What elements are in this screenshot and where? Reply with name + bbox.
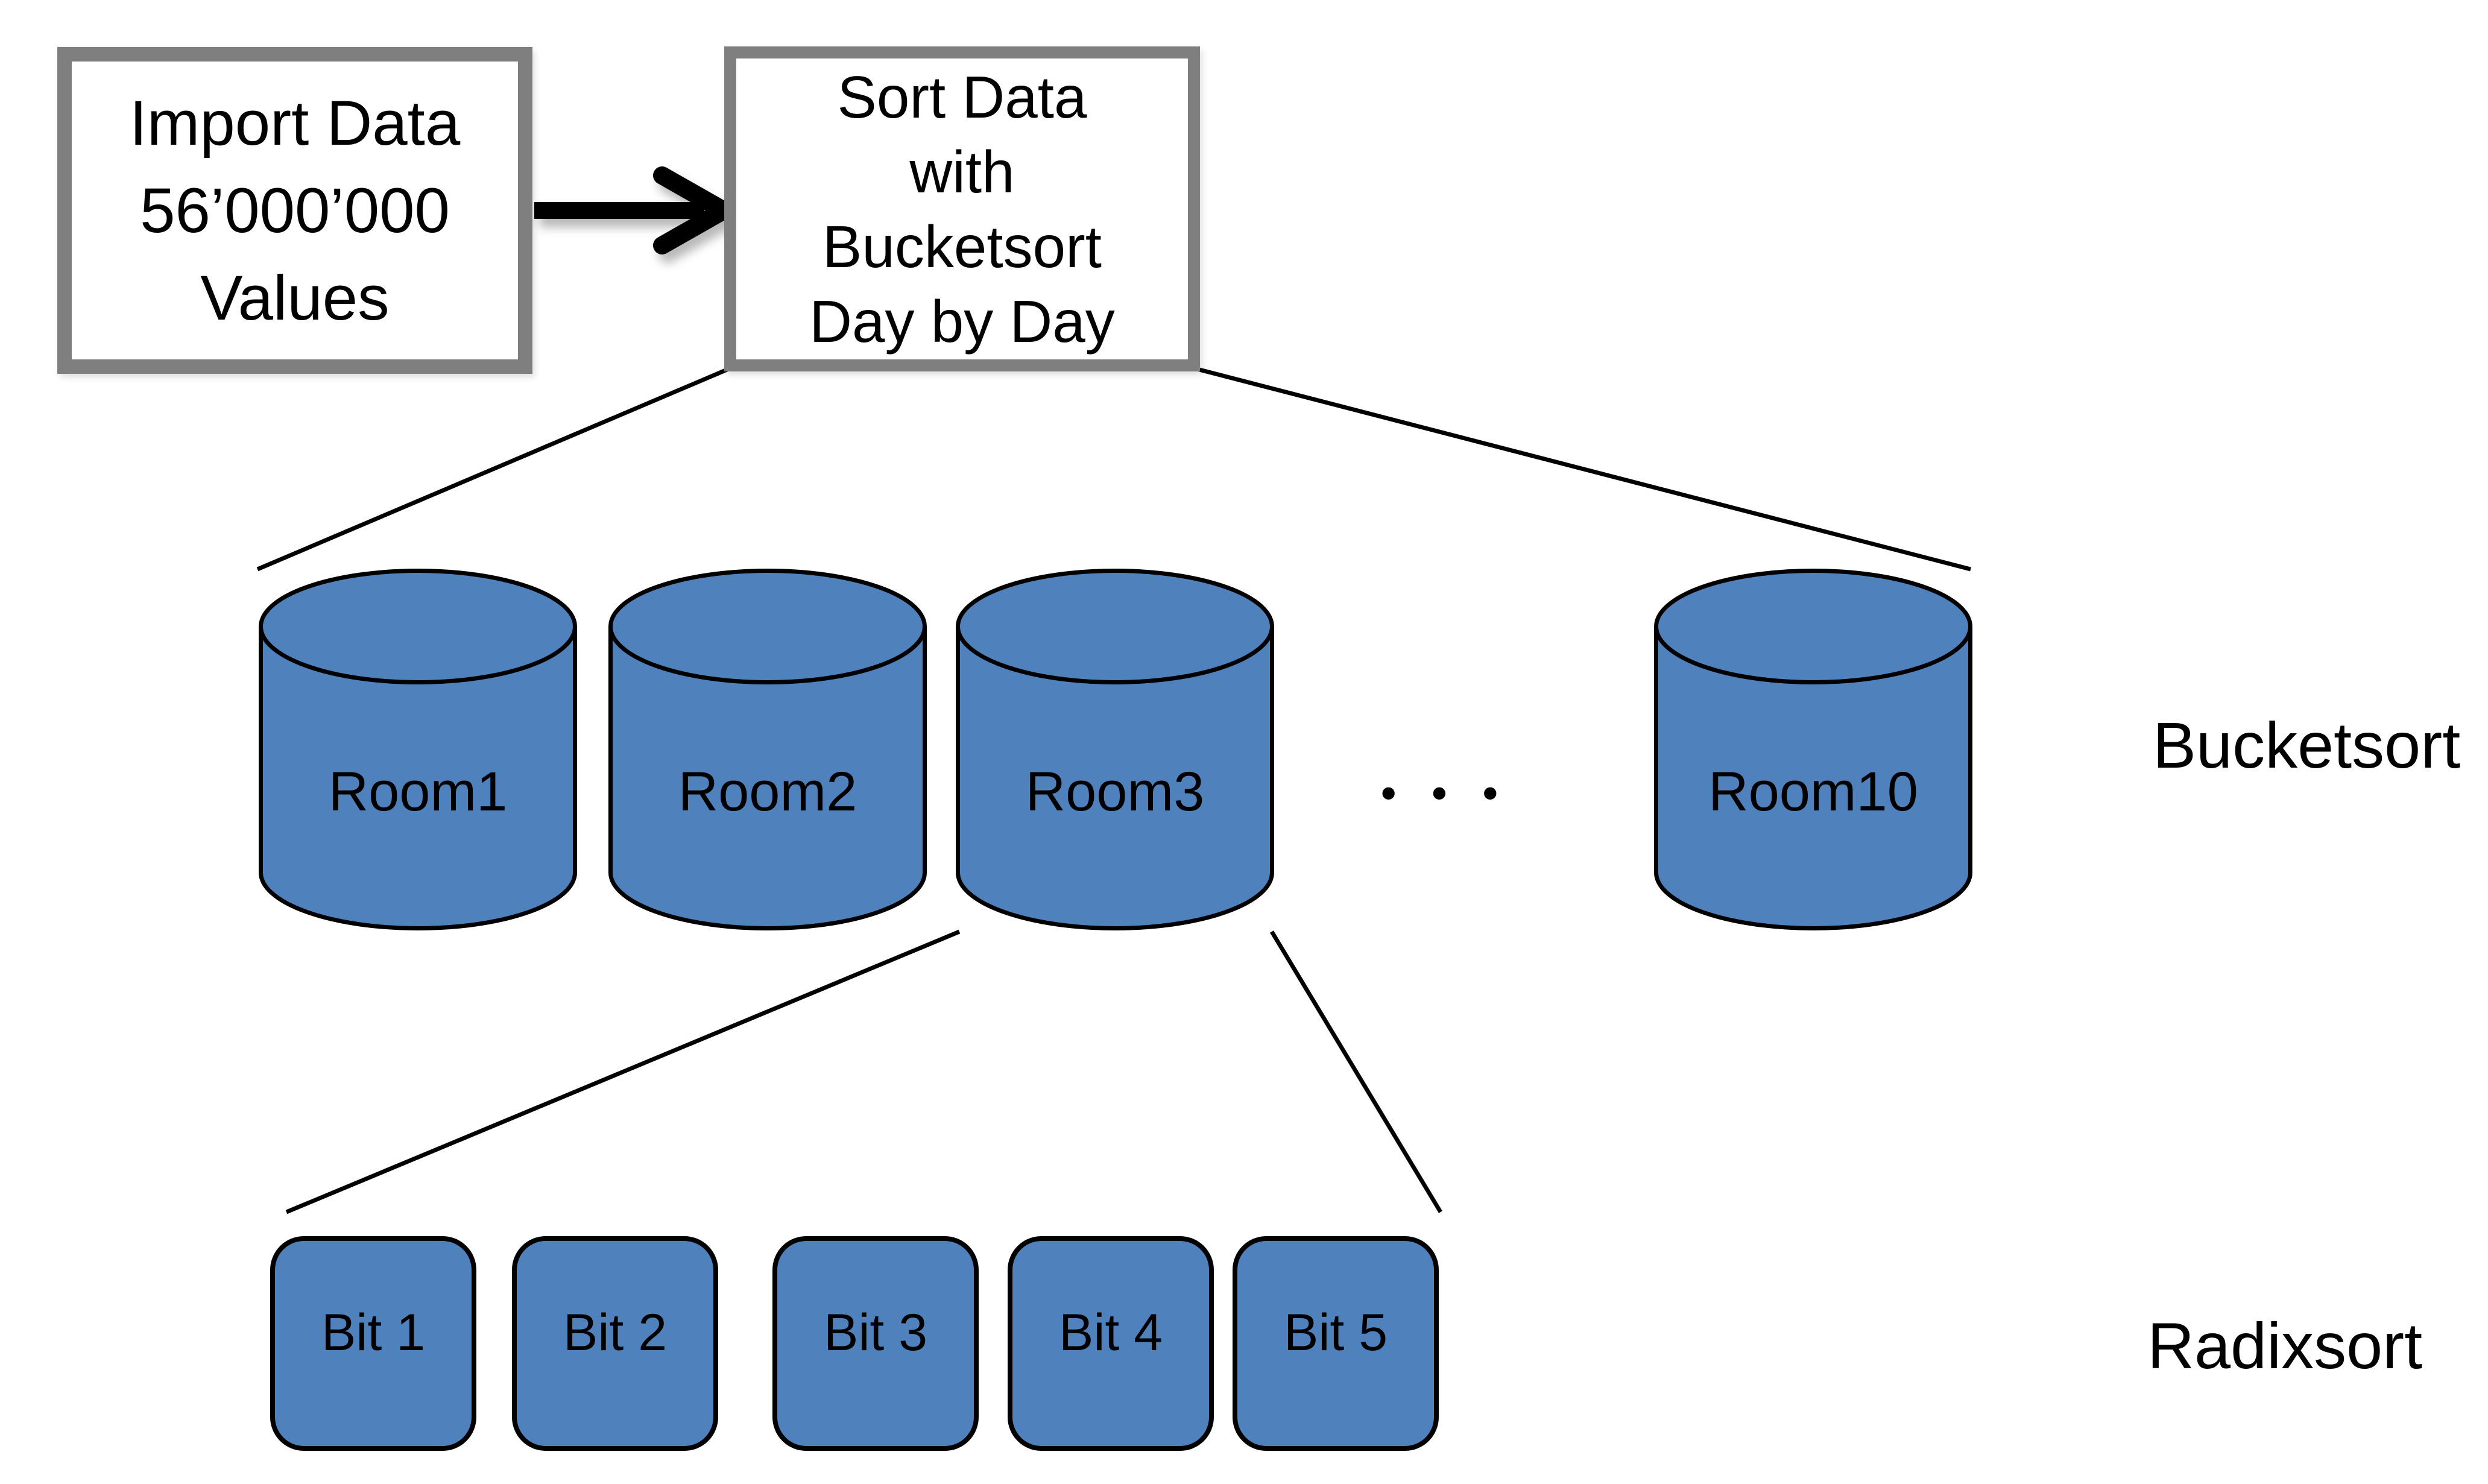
radix-bit-box-5: Bit 5 <box>1233 1236 1439 1451</box>
radix-bit-box-1: Bit 1 <box>270 1236 476 1451</box>
bit-label: Bit 4 <box>1058 1304 1163 1362</box>
arrow-head-icon <box>653 166 733 254</box>
radix-bit-box-2: Bit 2 <box>512 1236 718 1451</box>
bucket-cylinder-room1: Room1 <box>259 569 577 930</box>
bit-label: Bit 3 <box>823 1304 928 1362</box>
import-box-line-3: Values <box>200 262 390 333</box>
sort-box-line-4: Day by Day <box>809 288 1115 355</box>
flow-arrow-icon <box>534 166 733 254</box>
ellipsis-dots: ••• <box>1376 770 1529 819</box>
cylinder-icon <box>608 569 927 930</box>
bit-label: Bit 5 <box>1283 1304 1388 1362</box>
connector-line-room3-to-bit5 <box>1270 930 1442 1213</box>
bucket-label: Room3 <box>1025 761 1205 823</box>
connector-line-room3-to-bit1 <box>285 929 961 1214</box>
sort-box-line-3: Bucketsort <box>822 213 1102 280</box>
bit-label: Bit 2 <box>563 1304 668 1362</box>
bucket-cylinder-room3: Room3 <box>956 569 1274 930</box>
connector-line-sort-to-room10 <box>1196 367 1971 572</box>
sort-box-line-1: Sort Data <box>837 63 1087 130</box>
bucketsort-row-label: Bucketsort <box>2153 709 2461 781</box>
bucket-label: Room2 <box>678 761 857 823</box>
radixsort-row-label: Radixsort <box>2147 1309 2423 1382</box>
sort-box-line-2: with <box>909 138 1015 205</box>
bucket-label: Room10 <box>1708 761 1918 823</box>
radix-bit-box-3: Bit 3 <box>772 1236 979 1451</box>
import-box-line-2: 56’000’000 <box>140 175 450 246</box>
bucket-label: Room1 <box>328 761 508 823</box>
cylinder-icon <box>259 569 577 930</box>
import-box-line-1: Import Data <box>129 87 461 159</box>
bit-label: Bit 1 <box>321 1304 426 1362</box>
sort-data-box: Sort Data with Bucketsort Day by Day <box>724 46 1200 371</box>
import-data-box: Import Data 56’000’000 Values <box>57 47 532 374</box>
bucket-cylinder-room2: Room2 <box>608 569 927 930</box>
cylinder-icon <box>956 569 1274 930</box>
radix-bit-box-4: Bit 4 <box>1008 1236 1214 1451</box>
connector-line-sort-to-room1 <box>256 367 730 572</box>
cylinder-icon <box>1654 569 1972 930</box>
bucket-cylinder-room10: Room10 <box>1654 569 1972 930</box>
